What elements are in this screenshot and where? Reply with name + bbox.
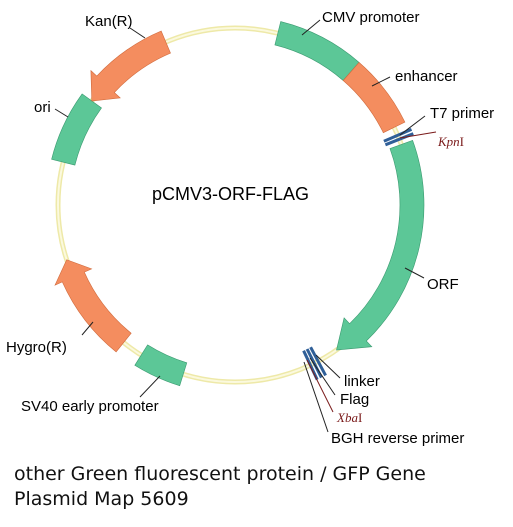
map-title: pCMV3-ORF-FLAG: [152, 184, 309, 204]
kpni-site-label: KpnI: [437, 134, 464, 149]
sv40-promoter-arc: [134, 344, 188, 387]
bgh-reverse-primer-label: BGH reverse primer: [331, 430, 464, 447]
ori-leader: [54, 108, 69, 118]
enhancer-arc: [342, 61, 406, 134]
ori-arc: [51, 93, 102, 166]
caption-line-2: Plasmid Map 5609: [14, 488, 189, 510]
caption-line-1: other Green fluorescent protein / GFP Ge…: [14, 463, 426, 485]
linker-leader: [315, 354, 341, 379]
kan-arrow: [90, 30, 171, 102]
enhancer-label: enhancer: [395, 68, 458, 85]
hygro-arrow: [54, 259, 132, 353]
marker-t7-tick-2: [384, 132, 414, 147]
t7-primer-marker: [383, 128, 414, 147]
flag-leader: [309, 357, 336, 396]
cmv-promoter-arc: [274, 21, 360, 81]
kpni-leader: [399, 131, 437, 139]
marker-t7-tick-1: [383, 128, 413, 143]
t7-primer-label: T7 primer: [430, 105, 494, 122]
t7-leader: [399, 115, 426, 136]
plasmid-map: pCMV3-ORF-FLAG CMV promoter enhancer T7 …: [6, 9, 494, 447]
orf-arrow: [336, 140, 425, 351]
enhancer-leader: [371, 76, 391, 87]
xbai-site-label: XbaI: [336, 410, 362, 425]
marker-linker-tick-2: [305, 348, 323, 379]
sv40-leader: [139, 375, 161, 398]
bgh-leader: [303, 361, 329, 433]
caption: other Green fluorescent protein / GFP Ge…: [14, 462, 504, 512]
hygro-label: Hygro(R): [6, 339, 67, 356]
leader-lines: [54, 19, 437, 433]
cmv-leader: [301, 19, 321, 36]
cmv-promoter-label: CMV promoter: [322, 9, 420, 26]
orf-label: ORF: [427, 276, 459, 293]
linker-label: linker: [344, 373, 380, 390]
kan-label: Kan(R): [85, 13, 133, 30]
kan-leader: [129, 27, 146, 39]
hygro-leader: [81, 321, 94, 336]
marker-linker-tick-1: [309, 346, 327, 377]
sv40-early-promoter-label: SV40 early promoter: [21, 398, 159, 415]
ori-label: ori: [34, 99, 51, 116]
orf-leader: [404, 267, 425, 279]
xbai-leader: [306, 359, 334, 413]
flag-label: Flag: [340, 391, 369, 408]
